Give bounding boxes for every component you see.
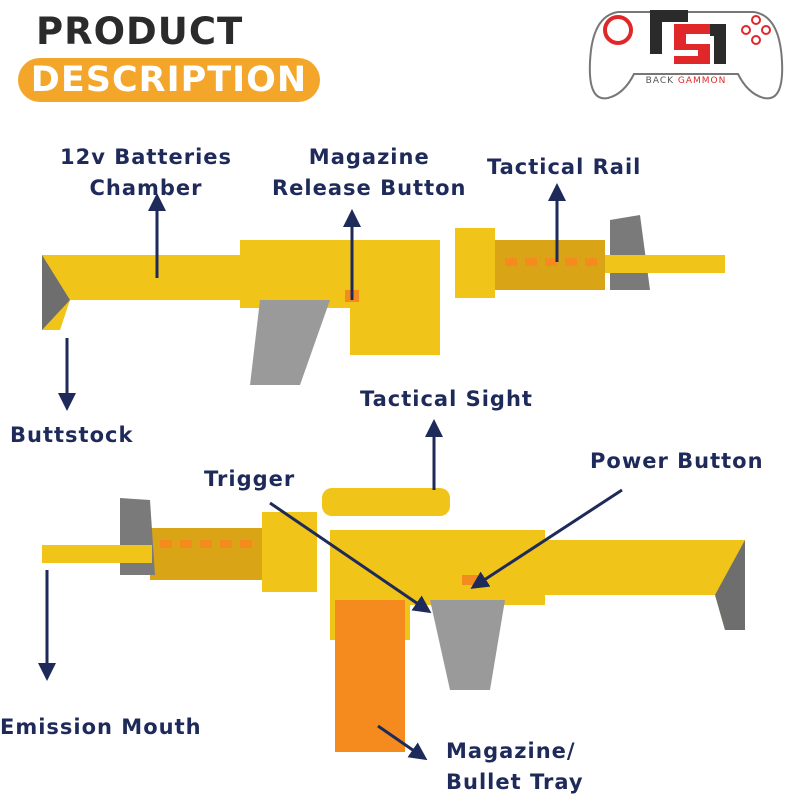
label-tactical-sight: Tactical Sight <box>360 387 533 411</box>
logo-text-back: BACK <box>645 76 674 86</box>
label-emission-mouth: Emission Mouth <box>0 715 202 739</box>
label-power-button: Power Button <box>590 449 764 473</box>
label-magazine-tray: Magazine/ Bullet Tray <box>446 739 584 794</box>
logo-text-gammon: GAMMON <box>677 76 727 86</box>
pointer-arrows <box>38 183 623 761</box>
gun-bottom <box>42 488 745 752</box>
label-trigger: Trigger <box>204 467 296 491</box>
gun-top <box>42 215 725 385</box>
label-buttstock: Buttstock <box>10 423 134 447</box>
label-magazine-release: Magazine Release Button <box>272 145 467 200</box>
brand-logo: BACK GAMMON <box>588 2 784 106</box>
title-description: DESCRIPTION <box>18 58 320 102</box>
label-tactical-rail: Tactical Rail <box>487 155 642 179</box>
label-batteries-chamber: 12v Batteries Chamber <box>60 145 233 200</box>
gamepad-logo-icon <box>588 10 784 100</box>
title-product: PRODUCT <box>36 10 244 53</box>
